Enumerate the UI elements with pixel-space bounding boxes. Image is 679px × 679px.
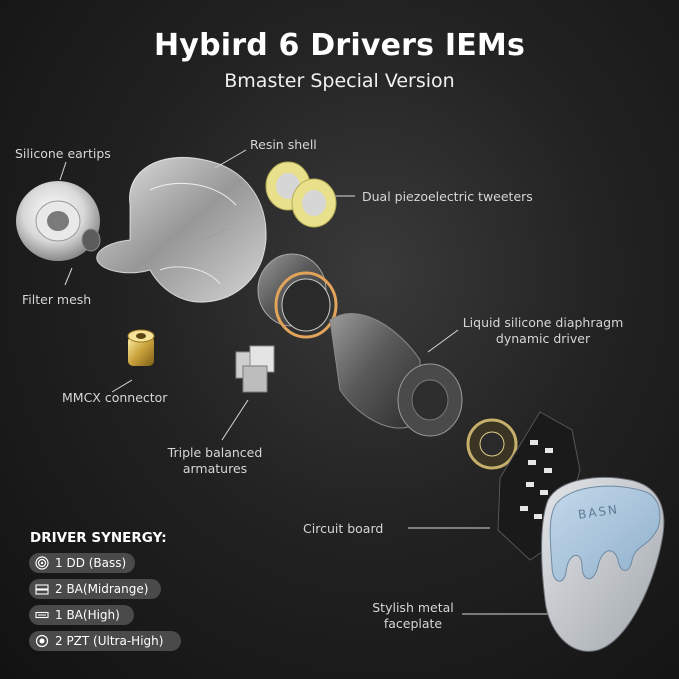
synergy-item-label: 2 BA(Midrange) xyxy=(55,582,149,596)
page-subtitle: Bmaster Special Version xyxy=(224,70,455,92)
label-triple-ba-line1: Triple balanced xyxy=(167,445,263,460)
piezo-icon xyxy=(35,634,49,648)
balanced-armature-double-icon xyxy=(35,584,49,595)
resin-shell-illustration xyxy=(96,156,267,303)
driver-synergy-title: DRIVER SYNERGY: xyxy=(30,530,167,546)
synergy-item: 1 BA(High) xyxy=(29,605,134,625)
dynamic-driver-icon xyxy=(35,556,49,570)
synergy-item: 2 PZT (Ultra-High) xyxy=(29,631,181,651)
balanced-armatures-illustration xyxy=(235,345,275,393)
label-liquid-silicone-line2: dynamic driver xyxy=(495,331,591,346)
label-circuit-board: Circuit board xyxy=(303,521,384,536)
faceplate-illustration xyxy=(541,477,665,652)
label-silicone-eartips: Silicone eartips xyxy=(15,146,111,161)
label-faceplate-line2: faceplate xyxy=(383,616,443,631)
piezo-tweeters-illustration xyxy=(265,161,337,228)
label-filter-mesh: Filter mesh xyxy=(22,292,92,307)
synergy-item-label: 1 DD (Bass) xyxy=(55,556,127,570)
mmcx-connector-illustration xyxy=(127,329,155,366)
label-mmcx-connector: MMCX connector xyxy=(62,390,168,405)
synergy-item: 1 DD (Bass) xyxy=(29,553,135,573)
dynamic-driver-illustration xyxy=(257,253,463,437)
synergy-item-label: 2 PZT (Ultra-High) xyxy=(55,634,164,648)
label-triple-ba-line2: armatures xyxy=(182,461,248,476)
balanced-armature-single-icon xyxy=(35,611,49,619)
page-title: Hybird 6 Drivers IEMs xyxy=(154,28,525,63)
label-resin-shell: Resin shell xyxy=(250,137,317,152)
label-dual-piezo-tweeters: Dual piezoelectric tweeters xyxy=(362,189,533,204)
label-faceplate-line1: Stylish metal xyxy=(372,600,454,615)
synergy-item: 2 BA(Midrange) xyxy=(29,579,161,599)
eartip-illustration xyxy=(16,181,100,261)
gasket-ring-illustration xyxy=(466,418,518,470)
label-liquid-silicone-line1: Liquid silicone diaphragm xyxy=(462,315,624,330)
synergy-item-label: 1 BA(High) xyxy=(55,608,120,622)
